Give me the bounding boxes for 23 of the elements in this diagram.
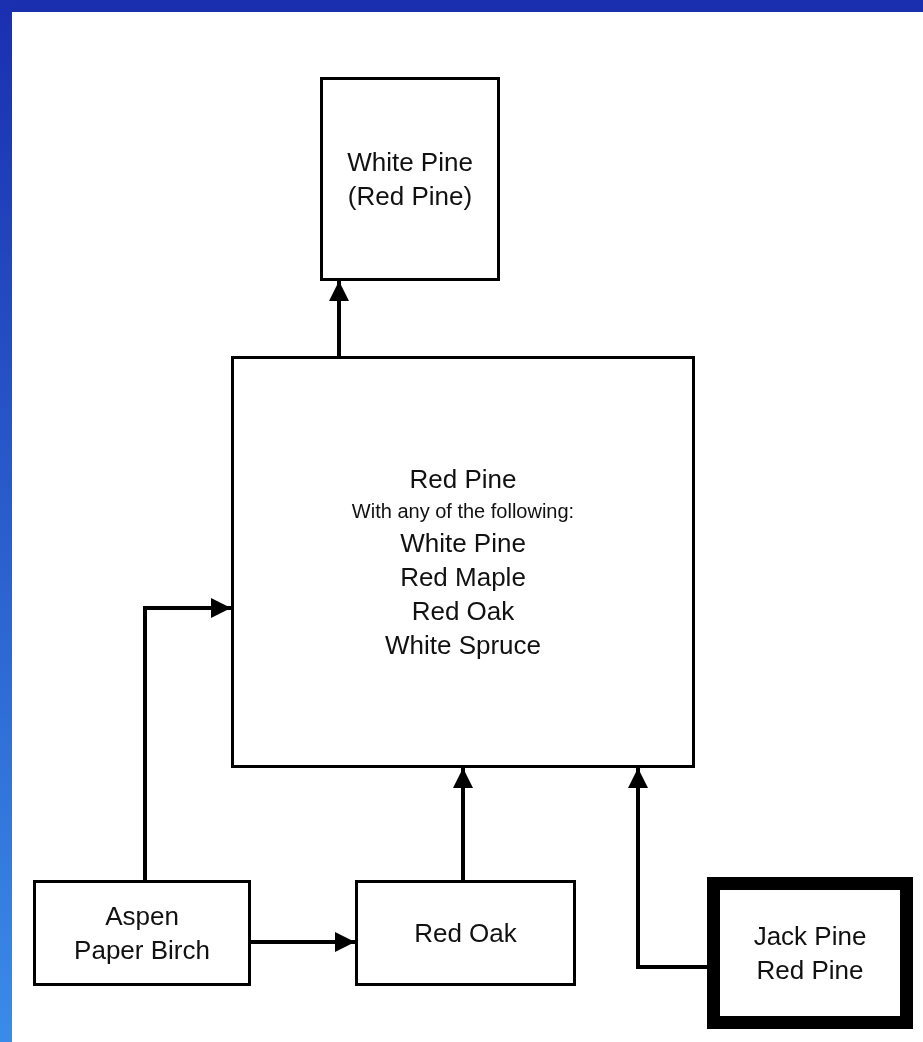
- box-label: Aspen: [105, 900, 179, 933]
- box-label: White Pine: [400, 527, 526, 560]
- box-label: Paper Birch: [74, 934, 210, 967]
- box-label: Red Oak: [411, 595, 515, 628]
- box-label: Jack Pine: [753, 920, 867, 953]
- box-label: Red Maple: [400, 561, 526, 594]
- box-label: Red Pine: [409, 463, 517, 496]
- box-label: (Red Pine): [347, 180, 473, 213]
- box-label: Red Oak: [414, 917, 517, 950]
- arrow: [251, 932, 355, 952]
- process-box: [231, 356, 695, 768]
- arrow: [453, 768, 473, 880]
- box-label: White Spruce: [384, 629, 542, 662]
- process-box: [707, 877, 913, 1029]
- arrow: [329, 281, 349, 356]
- arrow: [143, 598, 231, 880]
- process-box: [33, 880, 251, 986]
- arrow: [628, 768, 707, 969]
- box-label: White Pine: [347, 146, 473, 179]
- process-box: [355, 880, 576, 986]
- box-label: With any of the following:: [351, 499, 575, 524]
- process-box: [320, 77, 500, 281]
- box-label: Red Pine: [756, 954, 864, 987]
